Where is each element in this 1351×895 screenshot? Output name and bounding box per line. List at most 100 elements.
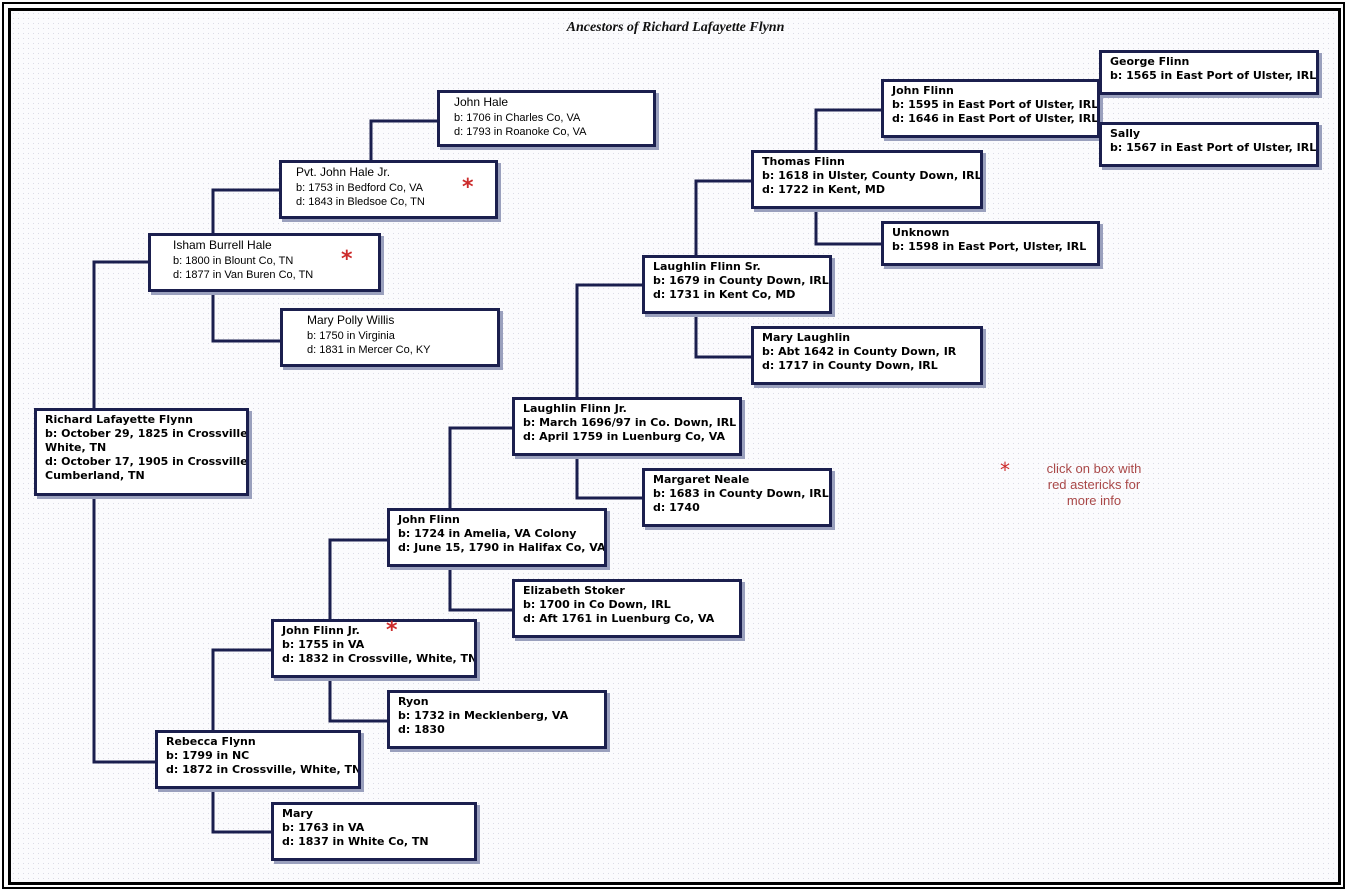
connector-pvt-johnhale — [369, 119, 438, 162]
person-detail: b: 1799 in NC — [166, 749, 250, 762]
more-info-asterisk-icon[interactable]: * — [341, 247, 353, 272]
person-detail: b: 1567 in East Port of Ulster, IRL — [1110, 141, 1317, 154]
person-name: John Flinn — [892, 84, 954, 97]
person-box-thomas-flinn[interactable]: Thomas Flinn b: 1618 in Ulster, County D… — [751, 150, 983, 209]
person-box-laughlin-flinn-sr[interactable]: Laughlin Flinn Sr. b: 1679 in County Dow… — [642, 255, 832, 314]
person-detail: b: 1800 in Blount Co, TN — [173, 255, 294, 267]
person-detail: b: 1724 in Amelia, VA Colony — [398, 527, 577, 540]
person-box-john-flinn-1724[interactable]: John Flinn b: 1724 in Amelia, VA Colony … — [387, 508, 607, 567]
person-detail: d: 1731 in Kent Co, MD — [653, 288, 796, 301]
person-name: Isham Burrell Hale — [173, 238, 272, 252]
person-name: John Flinn Jr. — [282, 624, 360, 637]
person-name: Mary Laughlin — [762, 331, 851, 344]
person-detail: d: October 17, 1905 in Crossville, — [45, 455, 249, 468]
person-name: John Flinn — [398, 513, 460, 526]
person-detail: b: 1679 in County Down, IRL — [653, 274, 829, 287]
person-name: Laughlin Flinn Jr. — [523, 402, 627, 415]
connector-laughlinjr-sr — [575, 283, 643, 399]
legend-line: click on box with — [1046, 461, 1142, 476]
person-box-ryon[interactable]: Ryon b: 1732 in Mecklenberg, VA d: 1830 — [387, 690, 607, 749]
person-name: Laughlin Flinn Sr. — [653, 260, 761, 273]
person-detail: b: October 29, 1825 in Crossville, — [45, 427, 249, 440]
person-detail: b: 1763 in VA — [282, 821, 365, 834]
person-box-sally[interactable]: Sally b: 1567 in East Port of Ulster, IR… — [1099, 122, 1319, 167]
person-detail: Cumberland, TN — [45, 469, 145, 482]
person-detail: d: 1722 in Kent, MD — [762, 183, 885, 196]
connector-john1724-elizabeth — [448, 568, 513, 612]
person-name: Mary — [282, 807, 313, 820]
person-detail: d: 1877 in Van Buren Co, TN — [173, 269, 314, 281]
person-detail: b: 1755 in VA — [282, 638, 365, 651]
legend-line: more info — [1066, 493, 1122, 508]
person-detail: d: 1831 in Mercer Co, KY — [307, 344, 431, 356]
person-box-margaret-neale[interactable]: Margaret Neale b: 1683 in County Down, I… — [642, 468, 832, 527]
more-info-asterisk-icon[interactable]: * — [386, 618, 398, 643]
person-box-isham-burrell-hale[interactable]: Isham Burrell Hale b: 1800 in Blount Co,… — [148, 233, 381, 292]
person-name: George Flinn — [1110, 55, 1190, 68]
person-box-pvt-john-hale-jr[interactable]: Pvt. John Hale Jr. b: 1753 in Bedford Co… — [279, 160, 498, 219]
legend-asterisk-icon: * — [1000, 458, 1010, 482]
connector-laughlinjr-margaret — [575, 457, 643, 500]
person-name: John Hale — [454, 95, 509, 109]
person-box-laughlin-flinn-jr[interactable]: Laughlin Flinn Jr. b: March 1696/97 in C… — [512, 397, 742, 456]
person-detail: b: March 1696/97 in Co. Down, IRL — [523, 416, 737, 429]
legend-line: red astericks for — [1047, 477, 1141, 492]
connector-isham-pvt — [211, 188, 281, 235]
connector-rebecca-johnjr — [211, 648, 272, 732]
legend-note: click on box with red astericks for more… — [1024, 461, 1164, 509]
person-name: Sally — [1110, 127, 1141, 140]
person-box-mary[interactable]: Mary b: 1763 in VA d: 1837 in White Co, … — [271, 802, 477, 861]
connector-rebecca-mary — [211, 792, 272, 834]
person-name: Thomas Flinn — [762, 155, 845, 168]
person-detail: White, TN — [45, 441, 107, 454]
person-box-richard-lafayette-flynn[interactable]: Richard Lafayette Flynn b: October 29, 1… — [34, 408, 249, 496]
connector-john1724-laughlinjr — [448, 426, 513, 510]
person-box-john-flinn-jr[interactable]: John Flinn Jr. b: 1755 in VA d: 1832 in … — [271, 619, 477, 678]
connector-laughlinsr-thomas — [694, 179, 752, 257]
person-name: Margaret Neale — [653, 473, 750, 486]
person-detail: b: 1598 in East Port, Ulster, IRL — [892, 240, 1087, 253]
chart-title: Ancestors of Richard Lafayette Flynn — [566, 20, 785, 35]
person-detail: b: 1595 in East Port of Ulster, IRL — [892, 98, 1099, 111]
person-name: Mary Polly Willis — [307, 313, 395, 327]
person-detail: d: 1832 in Crossville, White, TN — [282, 652, 477, 665]
person-detail: d: 1717 in County Down, IRL — [762, 359, 938, 372]
person-detail: b: 1700 in Co Down, IRL — [523, 598, 671, 611]
connector-thomas-john1595 — [814, 108, 882, 152]
person-detail: d: 1872 in Crossville, White, TN — [166, 763, 361, 776]
person-box-mary-laughlin[interactable]: Mary Laughlin b: Abt 1642 in County Down… — [751, 326, 983, 385]
person-box-elizabeth-stoker[interactable]: Elizabeth Stoker b: 1700 in Co Down, IRL… — [512, 579, 742, 638]
connector-isham-mary-polly — [211, 290, 281, 343]
person-detail: b: 1706 in Charles Co, VA — [454, 112, 581, 124]
connector-johnjr-john1724 — [328, 538, 388, 621]
more-info-asterisk-icon[interactable]: * — [462, 175, 474, 200]
person-detail: b: 1750 in Virginia — [307, 330, 395, 342]
person-detail: d: April 1759 in Luenburg Co, VA — [523, 430, 726, 443]
person-detail: b: 1732 in Mecklenberg, VA — [398, 709, 569, 722]
person-detail: d: 1740 — [653, 501, 700, 514]
person-name: Ryon — [398, 695, 429, 708]
person-detail: b: Abt 1642 in County Down, IR — [762, 345, 957, 358]
person-name: Rebecca Flynn — [166, 735, 256, 748]
person-box-mary-polly-willis[interactable]: Mary Polly Willis b: 1750 in Virginia d:… — [280, 308, 500, 367]
person-detail: d: Aft 1761 in Luenburg Co, VA — [523, 612, 715, 625]
person-box-rebecca-flynn[interactable]: Rebecca Flynn b: 1799 in NC d: 1872 in C… — [155, 730, 361, 789]
person-detail: d: 1830 — [398, 723, 445, 736]
person-box-unknown[interactable]: Unknown b: 1598 in East Port, Ulster, IR… — [881, 221, 1100, 266]
person-detail: b: 1565 in East Port of Ulster, IRL — [1110, 69, 1317, 82]
person-name: Pvt. John Hale Jr. — [296, 165, 391, 179]
person-detail: b: 1618 in Ulster, County Down, IRL — [762, 169, 982, 182]
person-box-george-flinn[interactable]: George Flinn b: 1565 in East Port of Uls… — [1099, 50, 1319, 95]
person-box-john-flinn-1595[interactable]: John Flinn b: 1595 in East Port of Ulste… — [881, 79, 1100, 138]
connector-thomas-unknown — [814, 209, 882, 246]
person-box-john-hale[interactable]: John Hale b: 1706 in Charles Co, VA d: 1… — [437, 90, 656, 147]
person-name: Richard Lafayette Flynn — [45, 413, 194, 426]
person-detail: d: June 15, 1790 in Halifax Co, VA — [398, 541, 606, 554]
person-detail: d: 1793 in Roanoke Co, VA — [454, 126, 587, 138]
connector-johnjr-ryon — [328, 680, 388, 723]
person-detail: b: 1753 in Bedford Co, VA — [296, 182, 423, 194]
connector-richard-rebecca — [92, 494, 156, 764]
person-name: Elizabeth Stoker — [523, 584, 625, 597]
